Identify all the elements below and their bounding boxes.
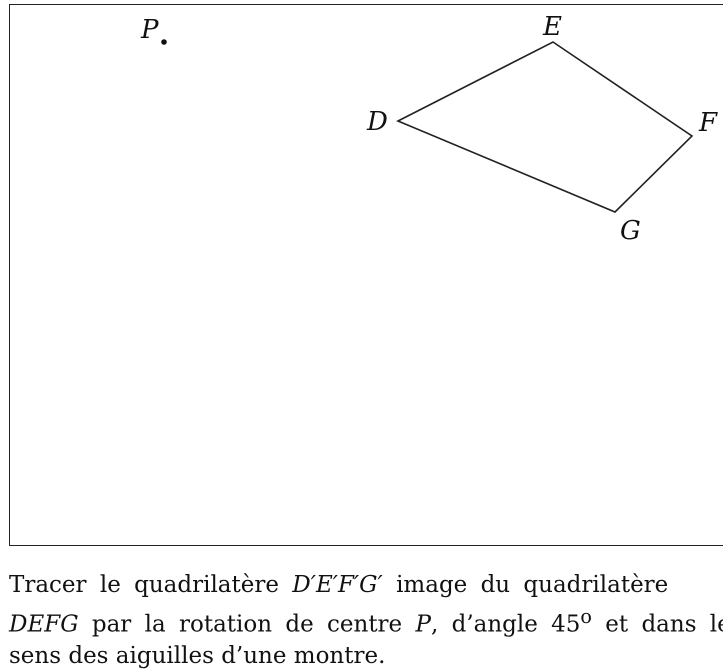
text-segment: , d’angle 45 — [430, 611, 581, 638]
point-p-dot — [161, 39, 167, 45]
label-f: F — [698, 108, 718, 138]
figure-frame — [9, 4, 723, 546]
label-g: G — [620, 216, 641, 246]
exercise-line-1: Tracer le quadrilatère D′E′F′G′ image du… — [9, 570, 723, 601]
exercise-text: Tracer le quadrilatère D′E′F′G′ image du… — [9, 570, 723, 672]
quadrilateral-defg — [396, 41, 694, 213]
image-quadrilateral-name: D′E′F′G′ — [292, 572, 383, 598]
geometry-figure: P D E F G — [140, 12, 718, 246]
text-segment: Tracer le quadrilatère — [9, 572, 279, 598]
degree-superscript: o — [580, 605, 592, 628]
label-e: E — [542, 12, 562, 42]
label-p: P — [140, 15, 159, 45]
rotation-center-name: P — [415, 611, 431, 638]
exercise-line-2: DEFG par la rotation de centre P, d’angl… — [9, 601, 723, 641]
source-quadrilateral-name: DEFG — [9, 611, 79, 638]
text-segment: par la rotation de centre — [91, 611, 403, 638]
label-d: D — [366, 107, 388, 137]
text-segment: image du quadrilatère — [396, 572, 669, 598]
text-segment: et dans le — [605, 611, 723, 638]
exercise-line-3: sens des aiguilles d’une montre. — [9, 642, 386, 669]
